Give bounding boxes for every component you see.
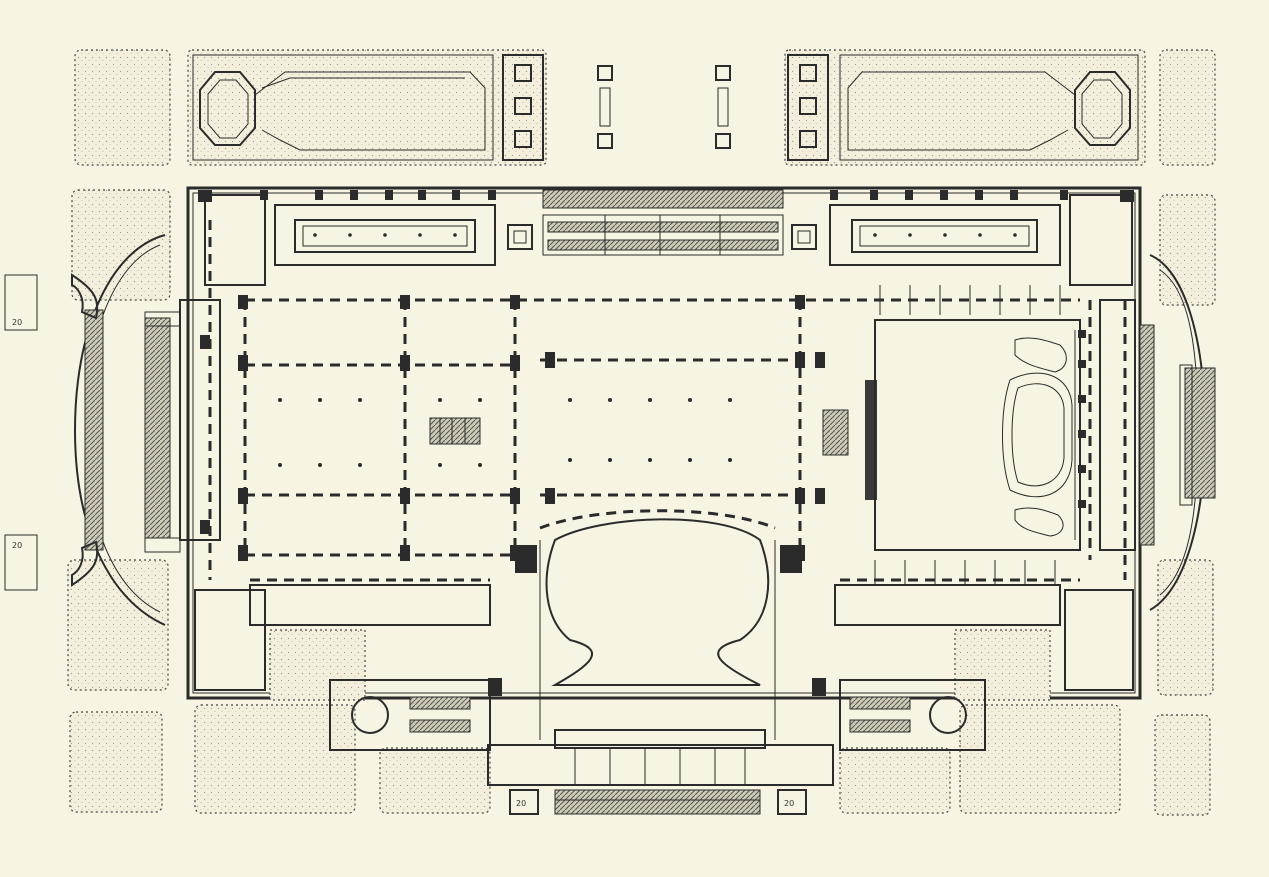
garden-block-top-far-left (74, 49, 171, 166)
garden-block-bottom-far-right (1154, 714, 1211, 816)
marker-bottom-right: 20 (784, 799, 794, 808)
west-portico (144, 317, 171, 539)
garden-block-bottom-left (194, 704, 356, 814)
marker-left-bottom: 20 (12, 541, 22, 550)
marker-left-top: 20 (12, 318, 22, 327)
left-forecourt: 20 20 (4, 234, 166, 626)
garden-block-bottom-right (959, 704, 1121, 814)
garden-block-lower-left (67, 559, 169, 691)
left-fountain (351, 696, 389, 734)
left-entrance-ramp (84, 309, 104, 551)
garden-block-bottom-far-left (69, 711, 163, 813)
south-steps (554, 789, 761, 815)
central-stair (429, 417, 481, 445)
garden-block-top-far-right (1159, 49, 1216, 166)
top-right-parterre (784, 49, 1146, 166)
south-entrance: 20 20 (329, 679, 986, 815)
north-colonnade (542, 189, 784, 209)
top-center-piers (597, 65, 731, 149)
right-entrance-stair (1184, 367, 1216, 499)
landscape-blocks (67, 49, 1216, 816)
garden-block-bottom-mid-right (839, 747, 951, 814)
main-building (144, 186, 1155, 740)
garden-block-lower-right (1157, 559, 1214, 696)
garden-block-bottom-mid-left (379, 747, 491, 814)
column-grid (278, 233, 1017, 467)
top-left-parterre (187, 49, 547, 166)
central-rotunda (545, 518, 770, 686)
right-fountain (929, 696, 967, 734)
pier-clusters (200, 295, 825, 561)
garden-block-left-upper (71, 189, 171, 301)
marker-bottom-left: 20 (516, 799, 526, 808)
garden-block-right-upper (1159, 194, 1216, 306)
building-footprint (186, 186, 1142, 700)
right-forecourt (1149, 254, 1216, 611)
